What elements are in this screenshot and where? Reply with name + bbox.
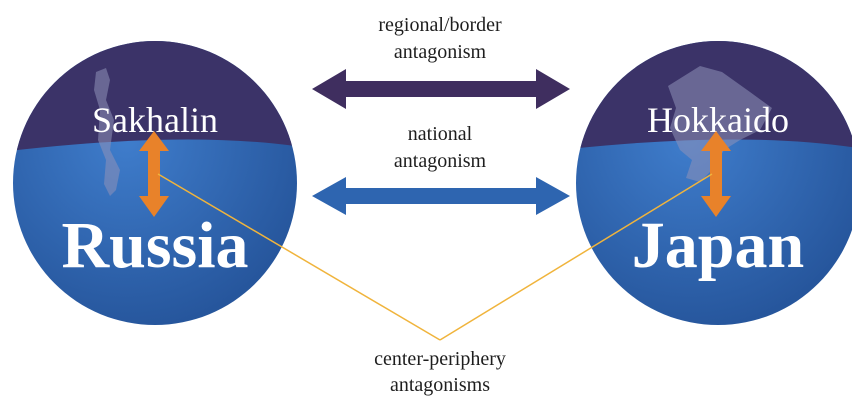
left-globe: Sakhalin Russia	[13, 41, 297, 325]
middle-arrow-label-line2: antagonism	[394, 150, 487, 172]
right-orange-double-arrow	[701, 131, 731, 217]
middle-arrow-label-line1: national	[408, 123, 473, 145]
sakhalin-island-shape	[94, 68, 120, 196]
bottom-label-line1: center-periphery	[374, 348, 506, 370]
center-periphery-connectors	[157, 173, 713, 341]
connector-line-right	[439, 173, 713, 341]
regional-border-double-arrow	[312, 69, 570, 109]
top-arrow-label-line1: regional/border	[378, 14, 502, 36]
left-globe-cap	[13, 41, 297, 152]
right-region-label: Hokkaido	[647, 100, 789, 140]
top-arrow-label-line2: antagonism	[394, 41, 487, 63]
connector-line-left	[157, 173, 441, 341]
national-double-arrow	[312, 177, 570, 215]
bottom-label-line2: antagonisms	[390, 374, 490, 396]
right-country-label: Japan	[632, 209, 804, 282]
left-country-label: Russia	[61, 209, 248, 282]
left-orange-double-arrow	[139, 131, 169, 217]
hokkaido-island-shape	[668, 66, 772, 182]
right-globe: Hokkaido Japan	[576, 41, 852, 325]
